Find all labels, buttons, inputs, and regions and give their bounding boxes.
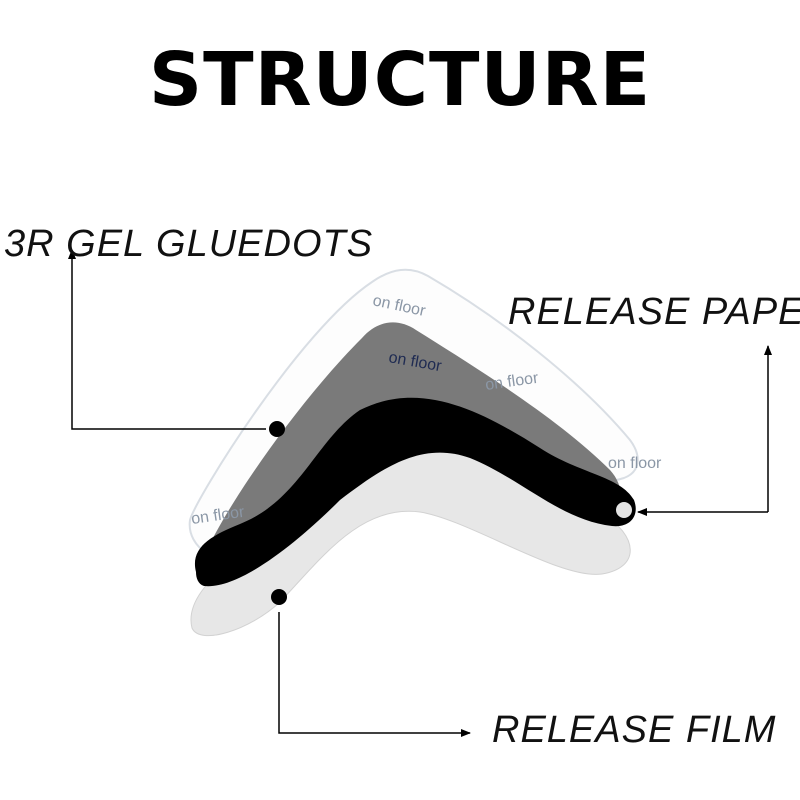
diagram-title: STRUCTURE — [148, 37, 652, 123]
release-paper-label: RELEASE PAPER — [508, 291, 800, 333]
gel-gluedots-label: 3R GEL GLUEDOTS — [4, 223, 374, 265]
gel-dot — [269, 421, 285, 437]
film-leader-line — [278, 612, 471, 737]
gel-leader-line — [68, 249, 266, 430]
paper-dot — [614, 500, 634, 520]
release-film-label: RELEASE FILM — [492, 709, 777, 751]
paper-text-3: on floor — [608, 455, 662, 472]
black-layer — [194, 397, 636, 587]
film-dot — [271, 589, 287, 605]
